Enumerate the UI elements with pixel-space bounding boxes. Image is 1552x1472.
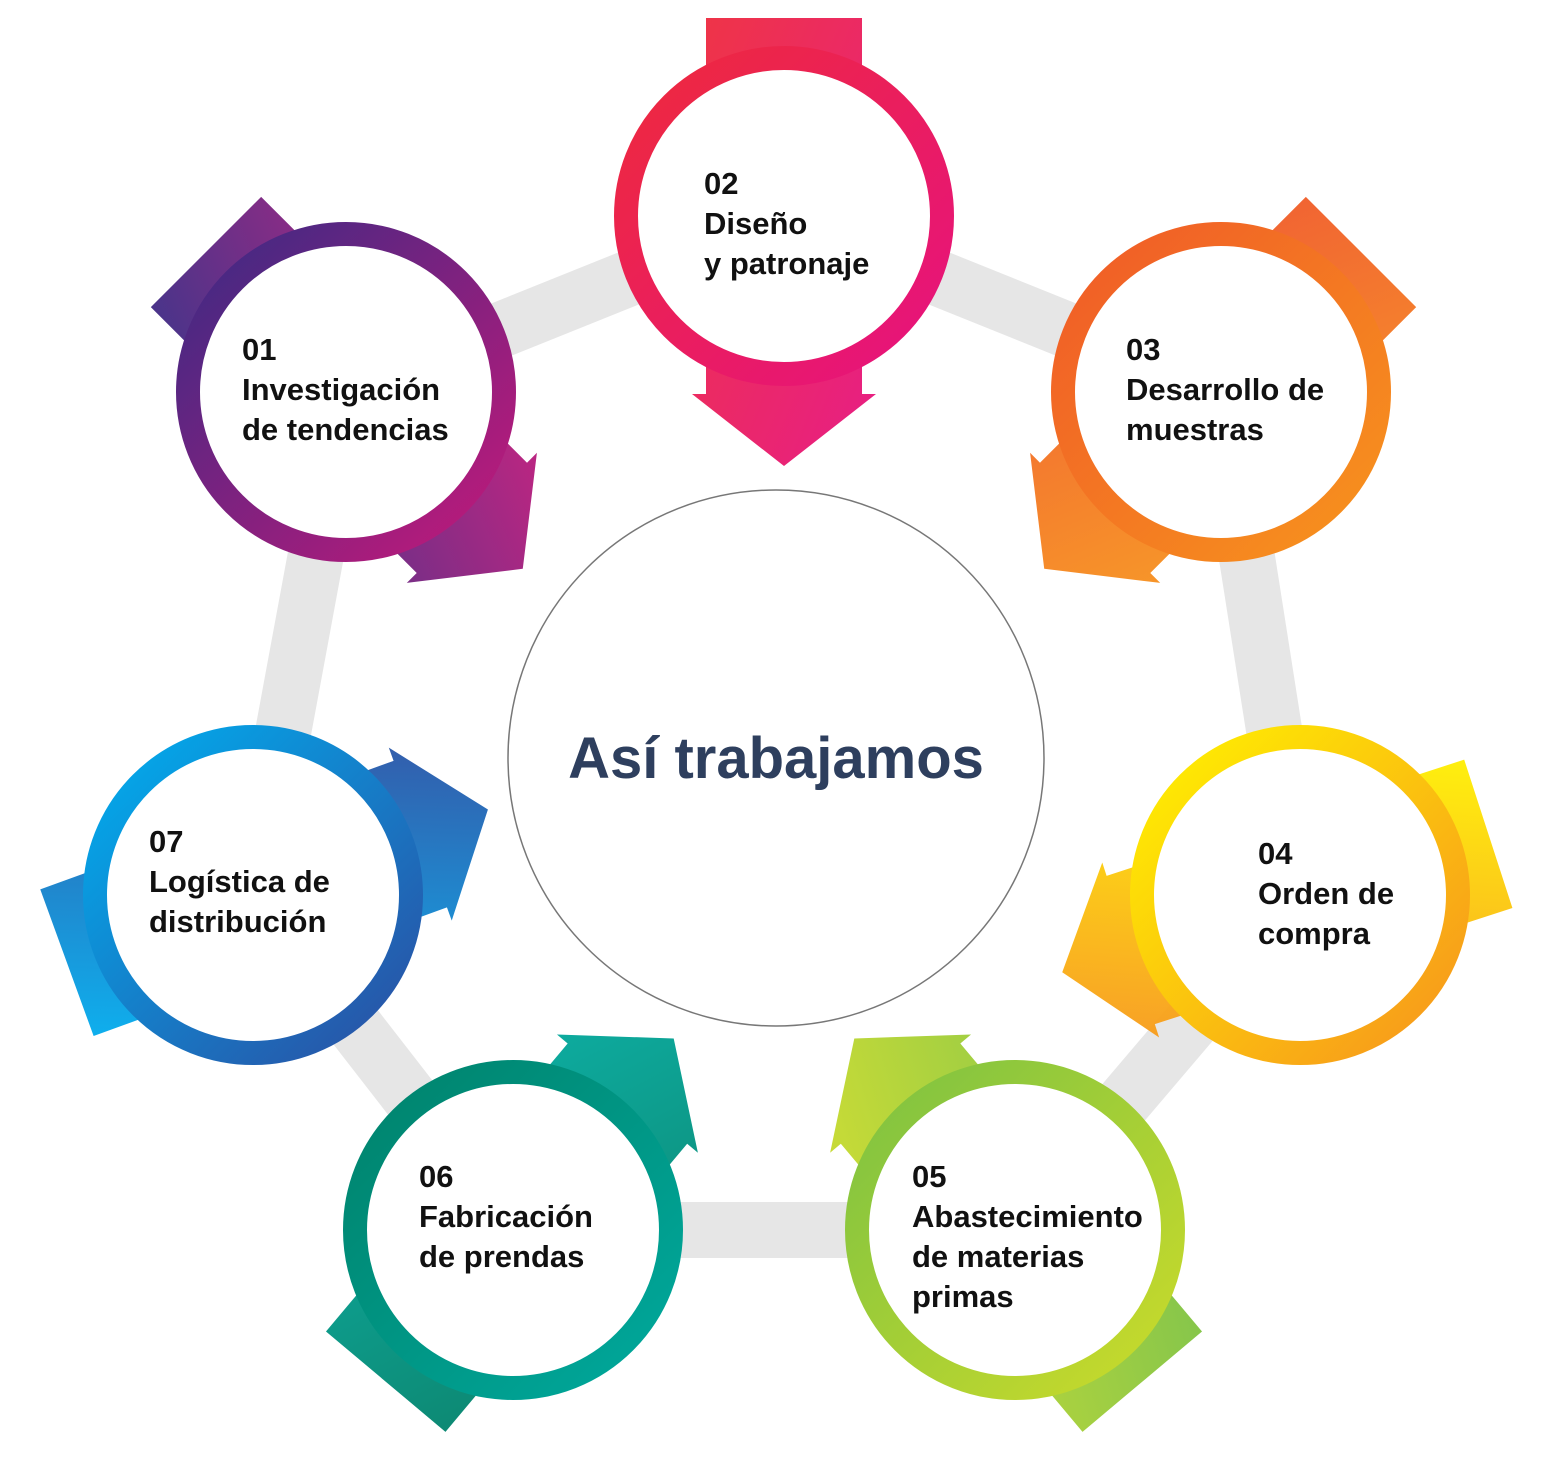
step-label-line: Fabricación — [419, 1199, 593, 1234]
step-label-line: Desarrollo de — [1126, 372, 1324, 407]
center-circle — [507, 489, 1045, 1027]
step-label-line: de materias — [912, 1239, 1084, 1274]
step-ring — [343, 1060, 683, 1400]
step-ring — [1130, 725, 1470, 1065]
step-label-line: muestras — [1126, 412, 1264, 447]
step-ring — [83, 725, 423, 1065]
step-label-line: y patronaje — [704, 246, 869, 281]
step-label-line: distribución — [149, 904, 326, 939]
step-ring — [1051, 222, 1391, 562]
step-number: 07 — [149, 824, 183, 859]
step-label-line: Investigación — [242, 372, 440, 407]
step-label-line: compra — [1258, 916, 1371, 951]
step-number: 06 — [419, 1159, 453, 1194]
step-ring — [176, 222, 516, 562]
step-number: 05 — [912, 1159, 946, 1194]
step-label-line: Orden de — [1258, 876, 1394, 911]
step-number: 03 — [1126, 332, 1160, 367]
step-label-line: Logística de — [149, 864, 330, 899]
center-title: Así trabajamos — [568, 726, 984, 791]
step-number: 04 — [1258, 836, 1293, 871]
step-label-line: de prendas — [419, 1239, 584, 1274]
step-ring — [614, 46, 954, 386]
step-number: 02 — [704, 166, 738, 201]
step-label-line: primas — [912, 1279, 1014, 1314]
step-number: 01 — [242, 332, 276, 367]
step-label-line: Abastecimiento — [912, 1199, 1143, 1234]
step-label-line: Diseño — [704, 206, 807, 241]
step-label-line: de tendencias — [242, 412, 449, 447]
step-ring — [845, 1060, 1185, 1400]
